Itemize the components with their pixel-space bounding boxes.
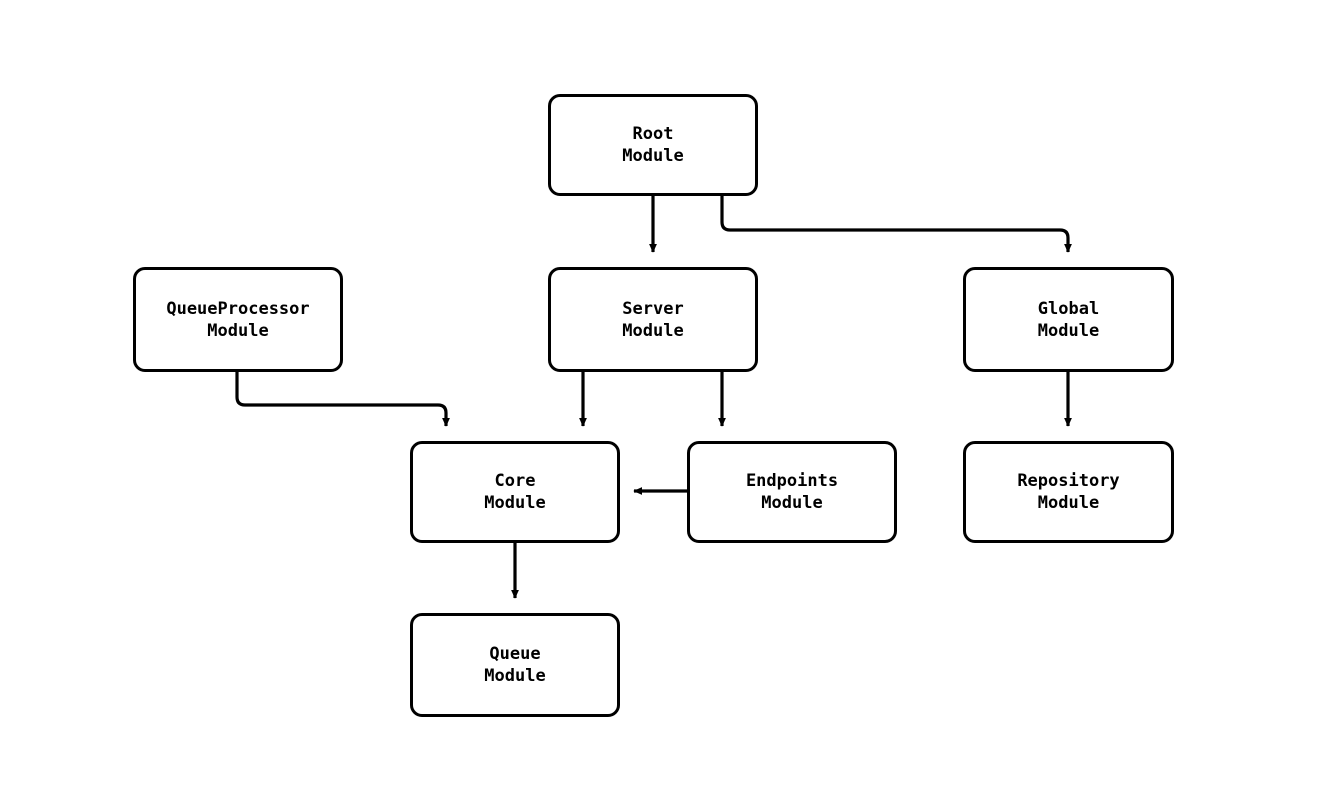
node-endpoints-module[interactable]: Endpoints Module bbox=[687, 441, 897, 543]
node-repository-module-line2: Module bbox=[1037, 493, 1100, 513]
node-repository-module-line1: Repository bbox=[1017, 471, 1120, 491]
node-core-module-line2: Module bbox=[484, 493, 546, 513]
node-repository-module[interactable]: Repository Module bbox=[963, 441, 1174, 543]
node-root-module-line1: Root bbox=[632, 124, 674, 144]
node-endpoints-module-line1: Endpoints bbox=[745, 471, 839, 491]
edge-root-to-global bbox=[720, 196, 1072, 253]
node-core-module[interactable]: Core Module bbox=[410, 441, 620, 543]
node-queueprocessor-module-line1: QueueProcessor bbox=[166, 298, 310, 319]
node-queue-module-line1: Queue bbox=[489, 644, 541, 664]
node-queue-module-line2: Module bbox=[484, 666, 546, 686]
node-root-module-line2: Module bbox=[622, 146, 684, 166]
node-queueprocessor-module-line2: Module bbox=[207, 320, 269, 341]
node-server-module-line2: Module bbox=[622, 320, 684, 341]
node-global-module-line1: Global bbox=[1037, 298, 1100, 319]
node-queue-module[interactable]: Queue Module bbox=[410, 613, 620, 717]
node-queueprocessor-module[interactable]: QueueProcessor Module bbox=[133, 267, 343, 372]
node-root-module[interactable]: Root Module bbox=[548, 94, 758, 196]
node-server-module[interactable]: Server Module bbox=[548, 267, 758, 372]
node-endpoints-module-line2: Module bbox=[761, 493, 823, 513]
node-server-module-line1: Server bbox=[622, 298, 684, 319]
node-core-module-line1: Core bbox=[494, 471, 536, 491]
edge-queueprocessor-to-core bbox=[235, 372, 450, 427]
node-global-module[interactable]: Global Module bbox=[963, 267, 1174, 372]
node-global-module-line2: Module bbox=[1037, 320, 1100, 341]
